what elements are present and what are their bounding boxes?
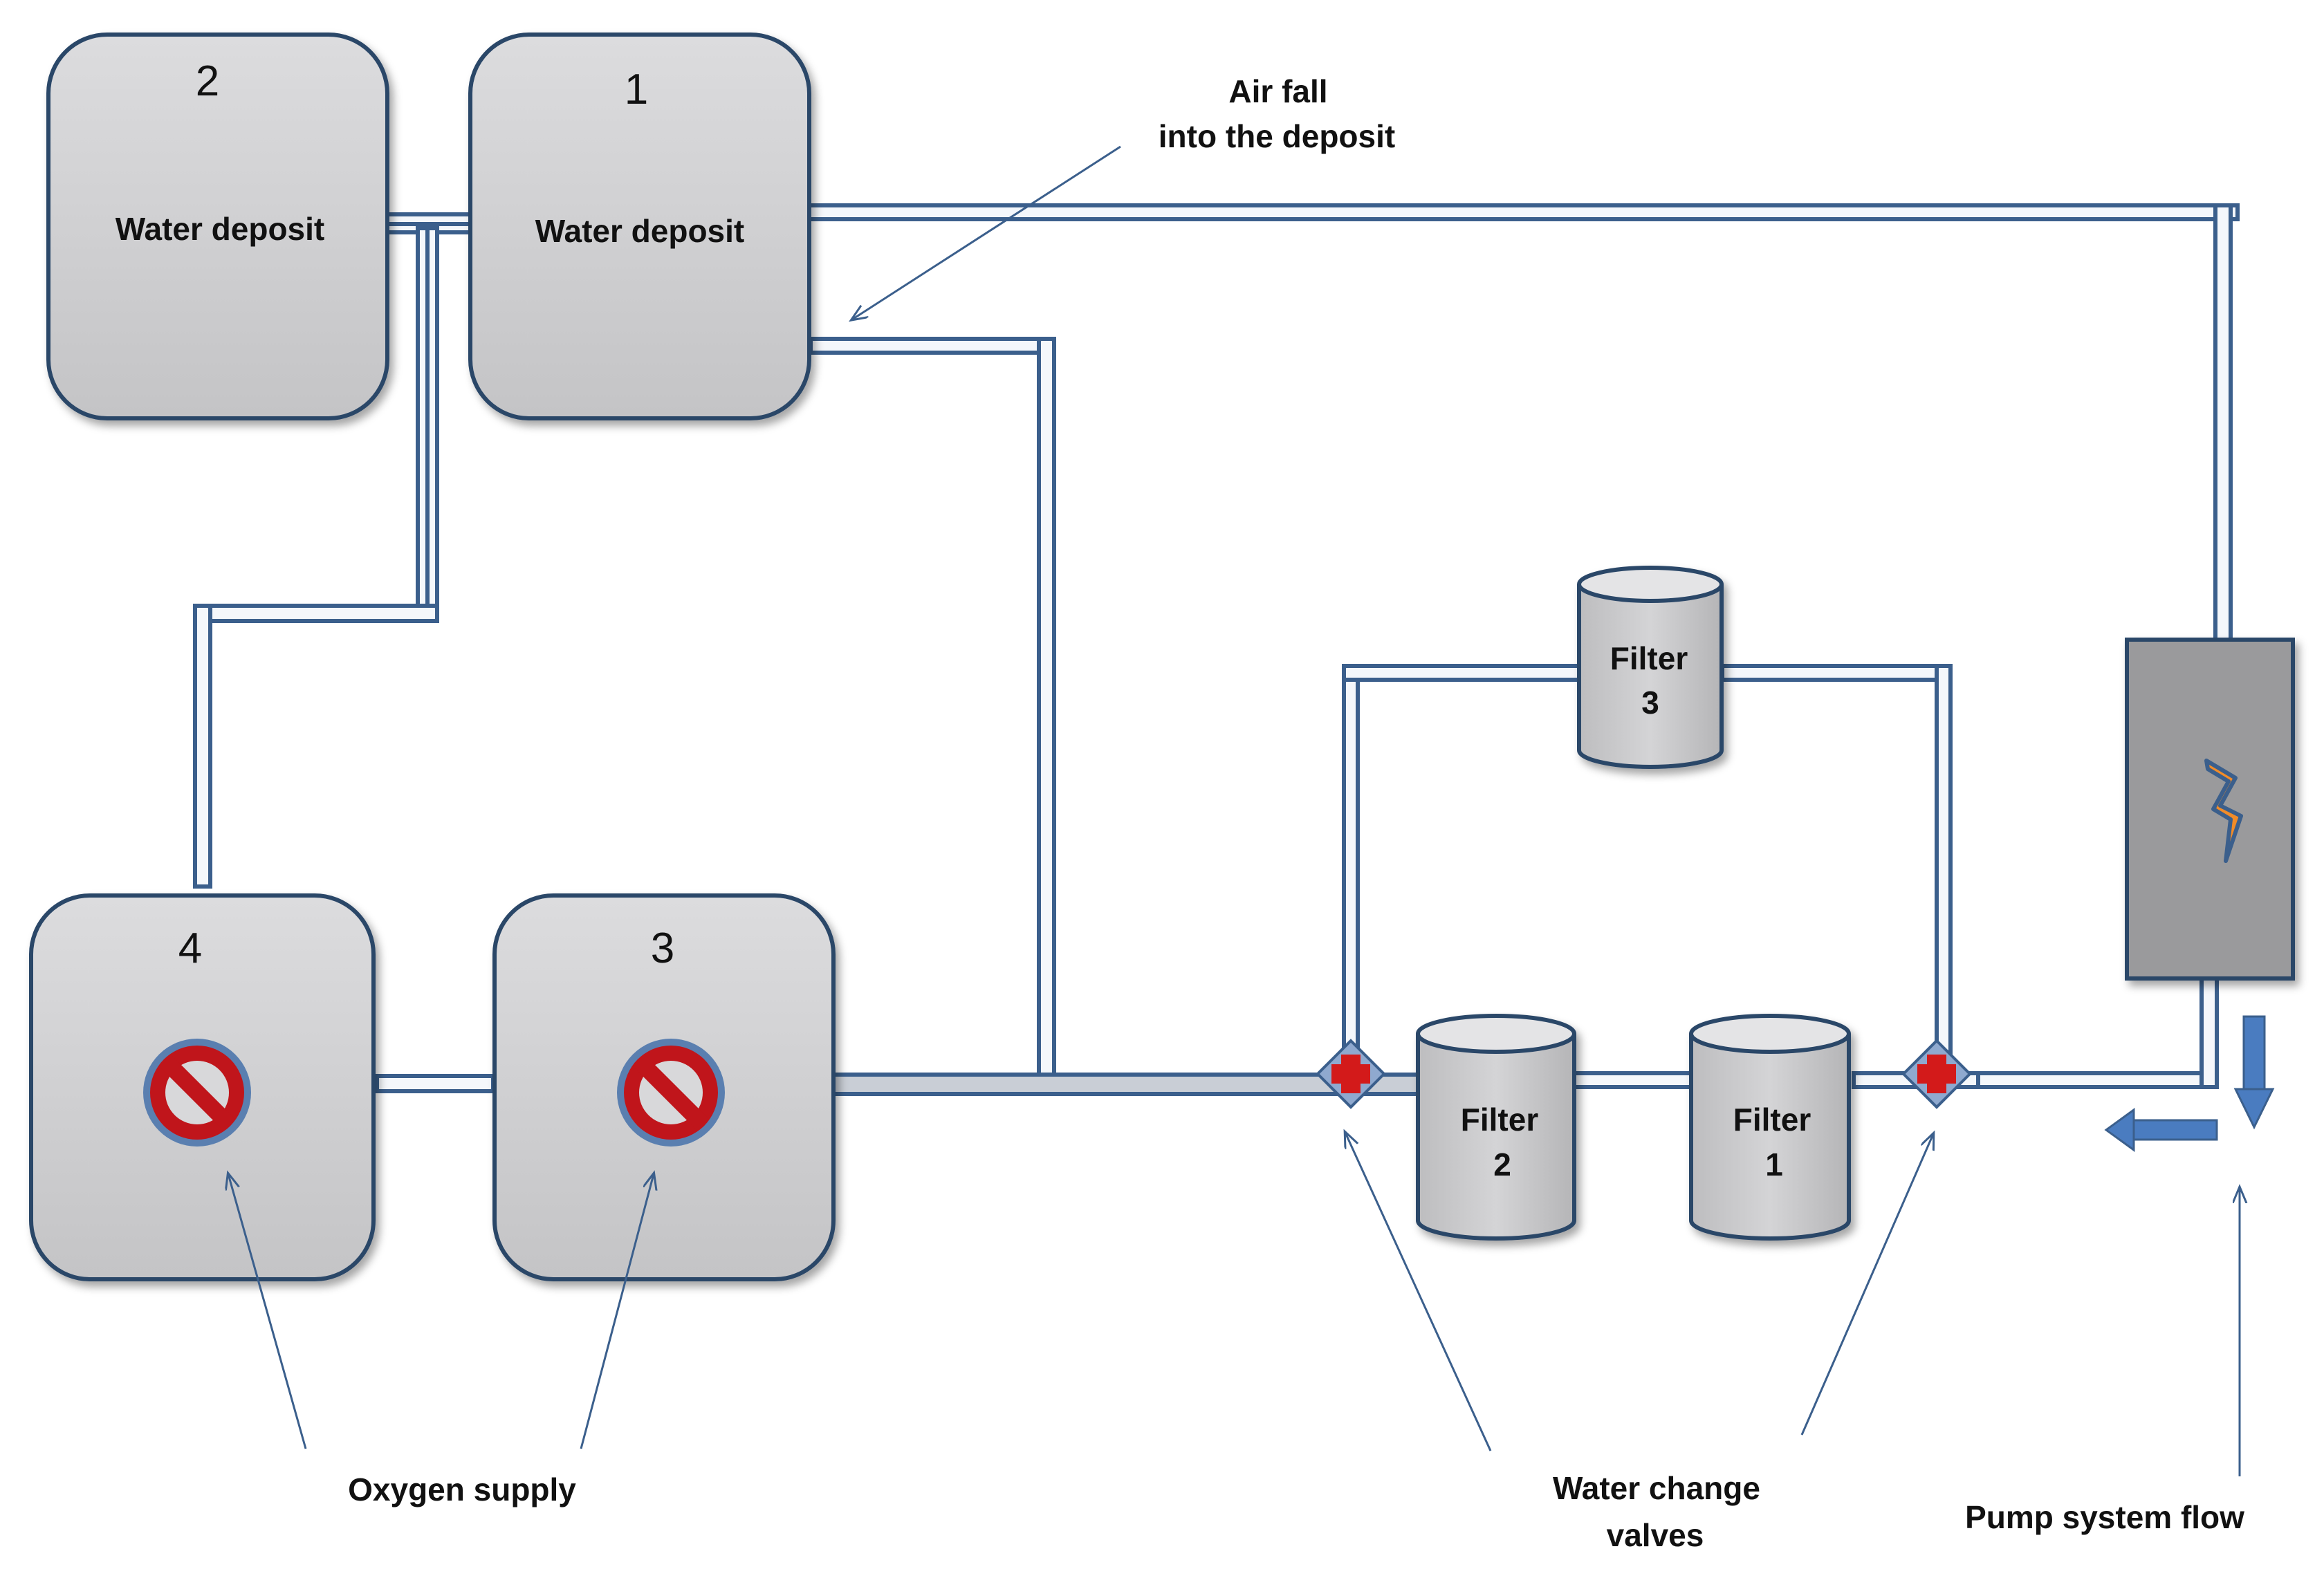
pipe-tank4-tank3 xyxy=(375,1074,495,1093)
pipe-bypass-top-left xyxy=(1342,664,1581,682)
annotation-air-fall-line1: Air fall xyxy=(1228,73,1327,109)
tank-1-number: 1 xyxy=(625,66,648,113)
filter-2 xyxy=(1416,1014,1576,1241)
tank-4-number: 4 xyxy=(178,925,202,972)
pointer-oxygen-tank4 xyxy=(228,1174,307,1449)
pointer-air-fall xyxy=(852,145,1121,319)
pointer-valve-right xyxy=(1800,1134,1933,1436)
pointer-oxygen-tank3 xyxy=(580,1174,654,1449)
filter-2-line2: 2 xyxy=(1493,1147,1511,1182)
filter-1 xyxy=(1689,1014,1851,1241)
pipe-air-fall xyxy=(809,337,1056,355)
pipe-horizontal-left xyxy=(193,604,439,623)
pipe-valve-pump xyxy=(1976,1071,2219,1089)
tank-2-number: 2 xyxy=(196,57,219,105)
filter-3 xyxy=(1577,566,1724,769)
annotation-pointers xyxy=(228,145,2240,1476)
tank-2 xyxy=(46,33,389,420)
annotation-water-change-line2: valves xyxy=(1607,1517,1704,1553)
flow-arrow-left xyxy=(2104,1108,2218,1152)
filter-3-line2: 3 xyxy=(1641,685,1659,721)
annotation-water-change-line1: Water change xyxy=(1553,1470,1760,1506)
tank-2-label: Water deposit xyxy=(116,211,324,247)
filter-1-line1: Filter xyxy=(1733,1102,1811,1138)
pipe-bypass-left xyxy=(1342,664,1360,1077)
flow-arrow-down xyxy=(2233,1015,2275,1130)
tank-1 xyxy=(468,33,811,420)
filter-3-line1: Filter xyxy=(1610,640,1688,676)
water-change-valve-right[interactable] xyxy=(1901,1039,1972,1109)
pipe-bypass-right xyxy=(1935,664,1953,1077)
pipe-pump-down xyxy=(2200,976,2219,1089)
no-entry-icon xyxy=(143,1039,251,1147)
tank-1-label: Water deposit xyxy=(535,213,744,249)
pipe-bypass-top-right xyxy=(1720,664,1953,682)
annotation-air-fall-line2: into the deposit xyxy=(1159,118,1395,154)
pointer-valve-left xyxy=(1345,1133,1492,1451)
filter-2-line1: Filter xyxy=(1461,1102,1539,1138)
pipe-right-down xyxy=(2213,203,2233,643)
tank-3-number: 3 xyxy=(651,925,674,972)
water-change-valve-left[interactable] xyxy=(1316,1039,1386,1109)
pipe-network xyxy=(193,203,2240,1096)
pipe-air-fall-down xyxy=(1037,337,1056,1085)
pump-unit xyxy=(2125,638,2295,981)
lightning-bolt-icon xyxy=(2204,759,2243,863)
annotation-pump-flow: Pump system flow xyxy=(1965,1499,2244,1535)
annotation-oxygen-supply: Oxygen supply xyxy=(348,1472,576,1507)
no-entry-icon xyxy=(617,1039,725,1147)
filter-1-line2: 1 xyxy=(1765,1147,1783,1182)
pipe-vertical-b xyxy=(425,226,439,623)
pipe-down-to-tank4 xyxy=(193,604,212,889)
